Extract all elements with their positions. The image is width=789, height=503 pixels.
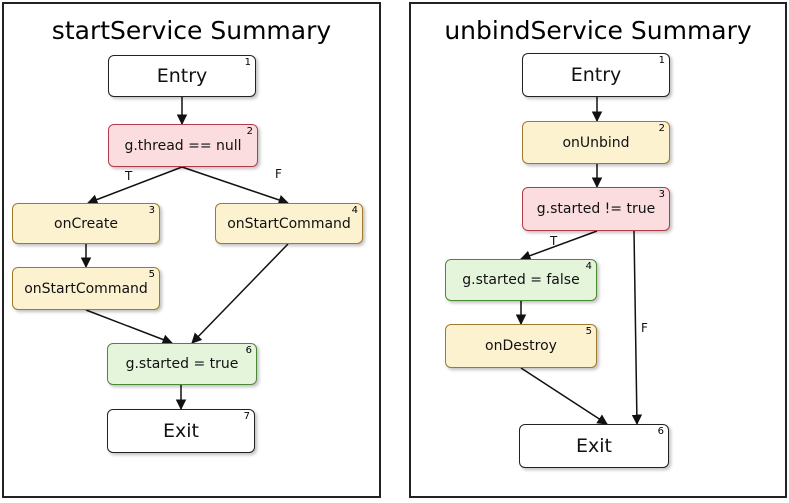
unbind-exit-node: Exit 6 — [519, 424, 669, 468]
start-onstartcommand-left-node: onStartCommand 5 — [12, 267, 160, 310]
start-entry-node: Entry 1 — [108, 55, 256, 97]
node-number: 3 — [148, 205, 155, 216]
edge-check-to-oncreate — [87, 166, 183, 205]
edge-onstartcommand-left-to-set — [85, 309, 173, 345]
unbind-check-started-node: g.started != true 3 — [522, 187, 670, 231]
start-exit-node: Exit 7 — [107, 409, 255, 453]
start-oncreate-node: onCreate 3 — [12, 203, 160, 244]
node-number: 6 — [245, 345, 252, 356]
node-number: 4 — [351, 205, 358, 216]
edge-check-false-to-exit — [631, 230, 643, 426]
unbind-onunbind-node: onUnbind 2 — [522, 121, 670, 164]
unbind-ondestroy-node: onDestroy 5 — [445, 324, 597, 368]
start-onstartcommand-right-node: onStartCommand 4 — [215, 203, 363, 244]
panel-title: startService Summary — [51, 16, 332, 45]
node-number: 4 — [585, 261, 592, 272]
unbind-true-edge-label: T — [550, 234, 558, 248]
node-label: onStartCommand — [227, 215, 351, 232]
start-true-edge-label: T — [125, 169, 133, 183]
node-number: 3 — [658, 189, 665, 200]
node-number: 1 — [658, 55, 665, 66]
unbind-entry-node: Entry 1 — [522, 53, 670, 97]
node-label: g.started != true — [536, 201, 656, 217]
panel-title: unbindService Summary — [444, 16, 752, 45]
start-set-started-true-node: g.started = true 6 — [107, 343, 257, 385]
node-number: 6 — [657, 426, 664, 437]
unbind-set-started-false-node: g.started = false 4 — [445, 259, 597, 301]
edge-onstartcommand-right-to-set — [191, 243, 289, 344]
node-label: onDestroy — [485, 338, 557, 354]
node-label: Entry — [156, 65, 208, 87]
node-number: 1 — [244, 57, 251, 68]
node-number: 7 — [243, 411, 250, 422]
node-number: 5 — [148, 269, 155, 280]
node-label: Exit — [163, 420, 199, 442]
unbind-false-edge-label: F — [641, 321, 648, 335]
edge-check-to-setfalse — [520, 230, 598, 261]
start-false-edge-label: F — [275, 167, 282, 181]
start-check-thread-node: g.thread == null 2 — [108, 124, 258, 167]
edge-check-to-onstartcommand — [181, 166, 289, 205]
node-label: onCreate — [54, 215, 118, 232]
node-label: Exit — [576, 435, 612, 457]
edge-ondestroy-to-exit — [520, 367, 608, 425]
node-label: onStartCommand — [24, 280, 148, 297]
node-label: onUnbind — [562, 134, 630, 151]
node-label: g.started = false — [462, 272, 580, 288]
node-label: g.started = true — [125, 356, 239, 372]
node-label: Entry — [570, 64, 622, 86]
node-number: 5 — [585, 326, 592, 337]
node-number: 2 — [246, 126, 253, 137]
node-number: 2 — [658, 123, 665, 134]
node-label: g.thread == null — [124, 137, 242, 154]
